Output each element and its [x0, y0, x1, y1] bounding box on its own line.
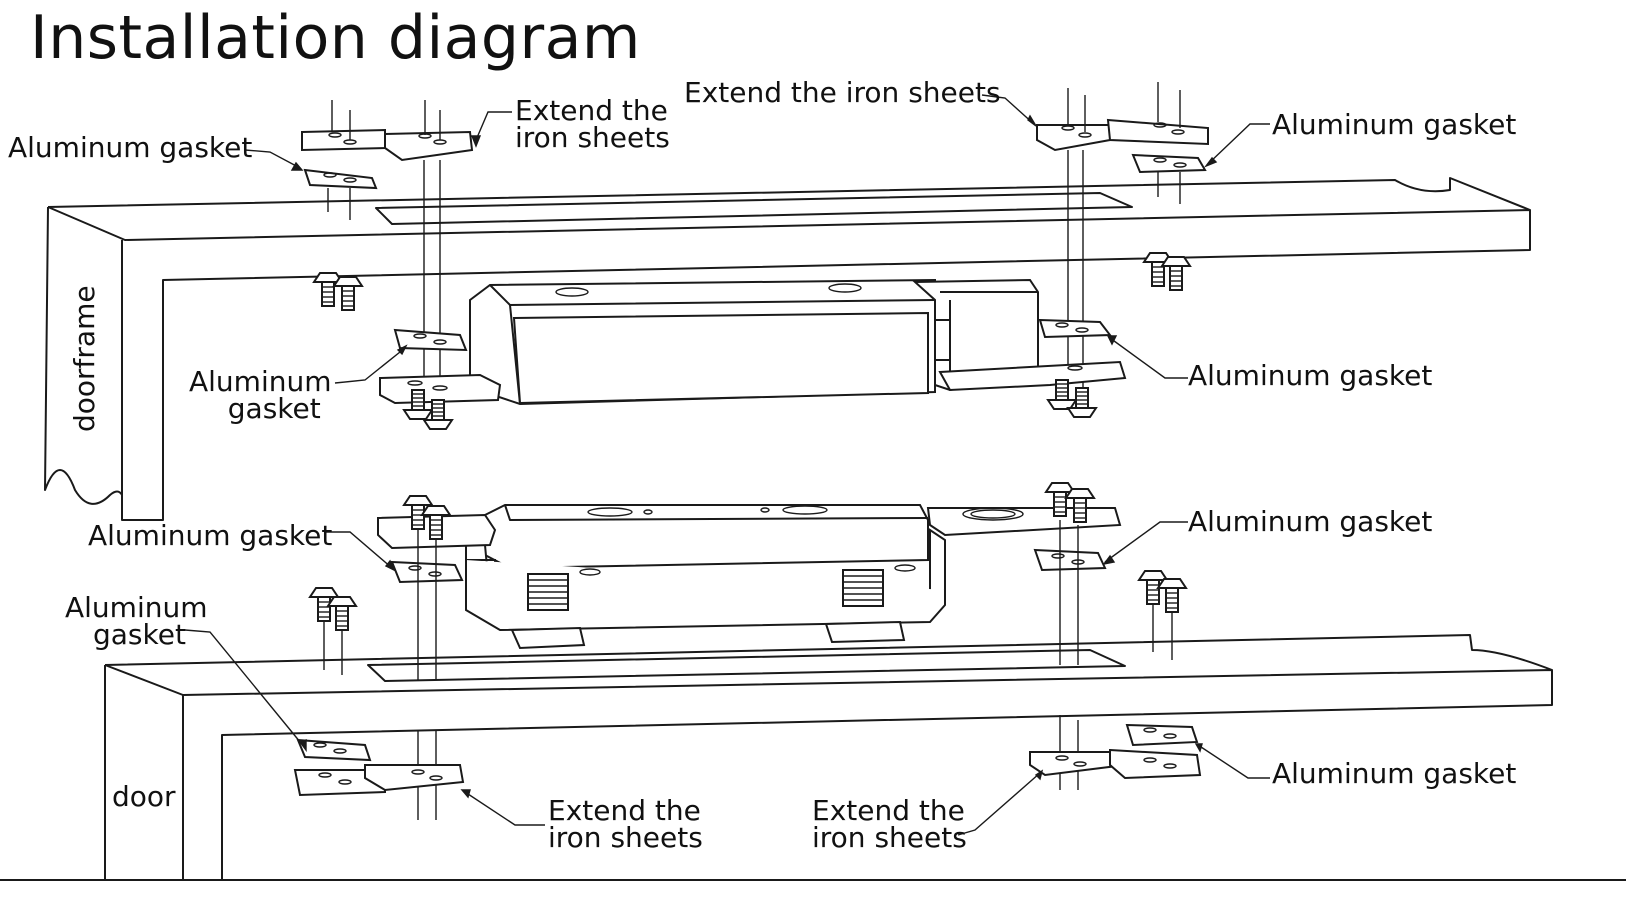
label-top-right-iron-sheets: Extend the iron sheets	[684, 76, 1001, 109]
label-lower-left-gasket: Aluminum gasket	[88, 519, 333, 552]
label-top-right-gasket: Aluminum gasket	[1272, 108, 1517, 141]
label-lower-right-gasket: Aluminum gasket	[1188, 505, 1433, 538]
bottom-left-iron-sheet	[293, 764, 465, 797]
label-line: gasket	[93, 618, 186, 651]
label-line: Aluminum	[189, 365, 332, 398]
top-right-iron-sheet	[1036, 118, 1209, 152]
label-bottom-left-gasket: Aluminum gasket	[65, 591, 208, 651]
label-doorframe: doorframe	[68, 285, 101, 432]
label-door: door	[112, 780, 176, 813]
top-left-iron-sheet	[301, 128, 474, 162]
label-mid-right-gasket: Aluminum gasket	[1188, 359, 1433, 392]
label-top-left-iron-sheets: Extend the iron sheets	[515, 94, 670, 154]
doorframe-profile	[44, 177, 1531, 521]
lower-right-bracket	[926, 507, 1122, 537]
label-mid-left-gasket: Aluminum gasket	[189, 365, 332, 425]
label-bottom-right-gasket: Aluminum gasket	[1272, 757, 1517, 790]
label-line: Extend the	[515, 94, 668, 127]
top-right-gasket	[1131, 153, 1207, 174]
label-line: iron sheets	[515, 121, 670, 154]
lower-right-gasket	[1033, 548, 1107, 572]
label-line: Extend the	[548, 794, 701, 827]
label-line: iron sheets	[812, 821, 967, 854]
upper-left-bracket	[379, 373, 502, 405]
top-left-gasket	[303, 168, 378, 190]
bottom-right-iron-sheet	[1029, 748, 1202, 780]
bottom-left-gasket	[296, 738, 372, 762]
label-bottom-left-iron-sheets: Extend the iron sheets	[548, 794, 703, 854]
label-bottom-right-iron-sheets: Extend the iron sheets	[812, 794, 967, 854]
magnet-lock-body	[469, 278, 1039, 406]
upper-right-bracket	[938, 360, 1127, 392]
page-title: Installation diagram	[30, 3, 641, 73]
armature-plate	[465, 504, 946, 650]
lower-left-gasket	[390, 560, 464, 584]
label-line: gasket	[227, 392, 321, 425]
upper-right-gasket	[1038, 318, 1112, 339]
label-top-left-gasket: Aluminum gasket	[8, 131, 253, 164]
label-line: Extend the	[812, 794, 965, 827]
door-profile	[0, 634, 1626, 881]
label-line: Aluminum	[65, 591, 208, 624]
label-line: iron sheets	[548, 821, 703, 854]
upper-left-gasket	[393, 328, 468, 352]
bottom-right-gasket	[1125, 723, 1199, 747]
leader-lines	[184, 94, 1270, 836]
